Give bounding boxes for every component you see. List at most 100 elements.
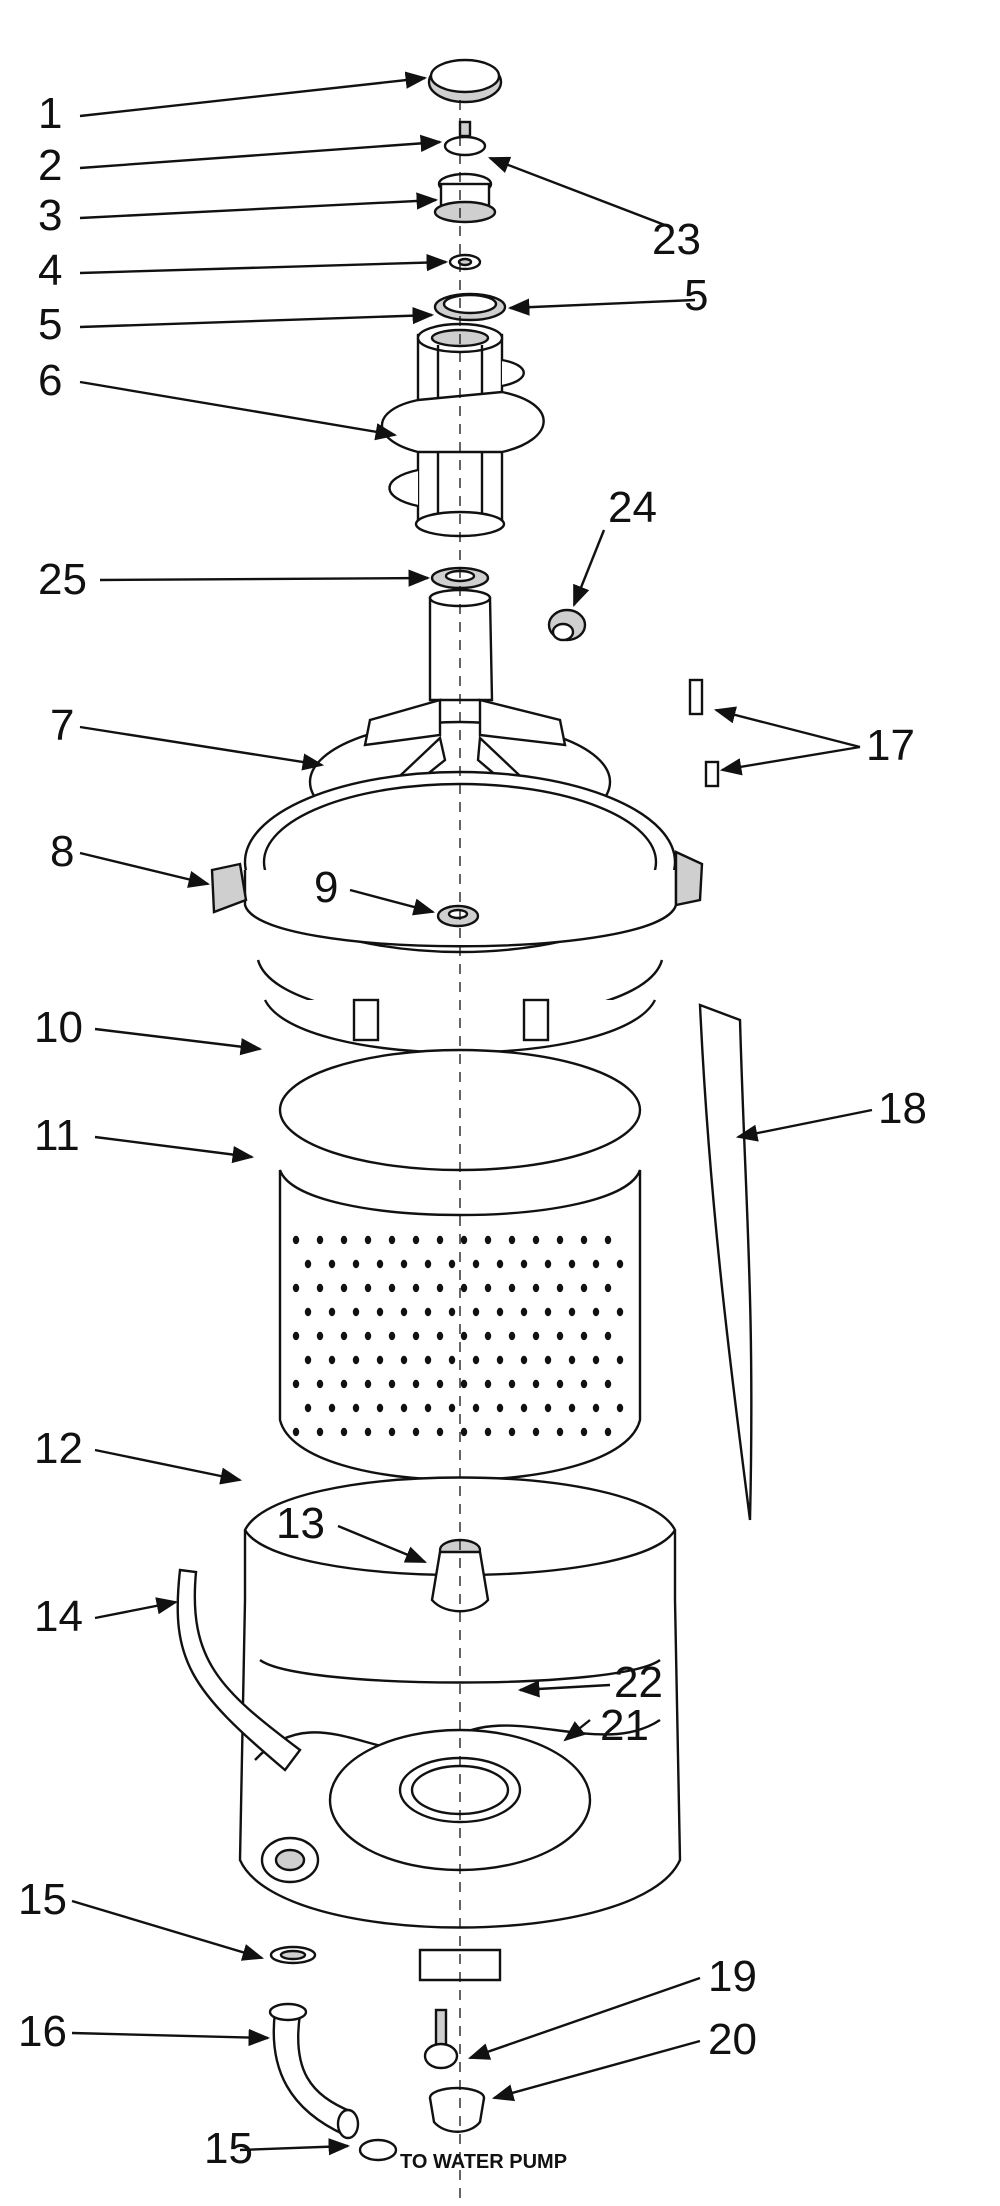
basket-hole — [604, 1379, 612, 1389]
basket-hole — [328, 1355, 336, 1365]
basket-hole — [424, 1355, 432, 1365]
outlet-part — [260, 1836, 320, 1884]
washer-part — [448, 253, 482, 271]
basket-hole — [364, 1235, 372, 1245]
basket-hole — [484, 1379, 492, 1389]
basket-hole — [412, 1427, 420, 1437]
basket-hole — [448, 1259, 456, 1269]
basket-hole — [412, 1379, 420, 1389]
callout-13: 13 — [276, 1499, 325, 1548]
callout-16: 16 — [18, 2007, 67, 2056]
tub-support-part — [698, 1003, 753, 1521]
callout-7: 7 — [50, 701, 74, 750]
basket-hole — [376, 1307, 384, 1317]
basket-hole — [508, 1379, 516, 1389]
basket-hole — [352, 1355, 360, 1365]
callout-17: 17 — [866, 721, 915, 770]
basket-hole — [472, 1307, 480, 1317]
callout-24: 24 — [608, 483, 657, 532]
callout-22: 22 — [614, 1658, 663, 1707]
basket-hole — [388, 1379, 396, 1389]
basket-hole — [592, 1259, 600, 1269]
basket-hole — [580, 1379, 588, 1389]
basket-hole — [532, 1379, 540, 1389]
basket-hole — [472, 1403, 480, 1413]
basket-hole — [496, 1307, 504, 1317]
basket-hole — [508, 1283, 516, 1293]
basket-hole — [556, 1235, 564, 1245]
callout-3: 3 — [38, 191, 62, 240]
basket-hole — [388, 1331, 396, 1341]
basket-hole — [532, 1427, 540, 1437]
basket-hole — [544, 1403, 552, 1413]
basket-hole — [508, 1427, 516, 1437]
callout-25: 25 — [38, 555, 87, 604]
basket-hole — [400, 1307, 408, 1317]
basket-hole — [316, 1427, 324, 1437]
basket-hole — [484, 1427, 492, 1437]
basket-hole — [460, 1283, 468, 1293]
callout-23: 23 — [652, 215, 701, 264]
basket-hole — [484, 1283, 492, 1293]
basket-hole — [400, 1259, 408, 1269]
clamp-part — [269, 1945, 317, 1965]
basket-hole — [340, 1379, 348, 1389]
basket-hole — [568, 1307, 576, 1317]
basket-hole — [292, 1379, 300, 1389]
basket-hole — [292, 1331, 300, 1341]
basket-hole — [316, 1331, 324, 1341]
basket-hole — [580, 1283, 588, 1293]
basket-hole — [460, 1379, 468, 1389]
basket-hole — [484, 1331, 492, 1341]
basket-hole — [388, 1427, 396, 1437]
callout-20: 20 — [708, 2015, 757, 2064]
callout-2: 2 — [38, 141, 62, 190]
basket-hole — [568, 1259, 576, 1269]
basket-hole — [568, 1355, 576, 1365]
basket-hole — [436, 1235, 444, 1245]
basket-hole — [544, 1307, 552, 1317]
basket-hole — [328, 1307, 336, 1317]
basket-hole — [592, 1355, 600, 1365]
basket-hole — [568, 1403, 576, 1413]
leader-lines — [71, 71, 873, 2156]
callout-1: 1 — [38, 89, 62, 138]
basket-hole — [412, 1331, 420, 1341]
basket-hole — [340, 1427, 348, 1437]
basket-hole — [508, 1235, 516, 1245]
nut-part — [436, 904, 480, 928]
dog-part — [433, 292, 507, 322]
cap-part — [427, 58, 503, 104]
screw-part — [423, 2008, 459, 2070]
cap-nut-part — [433, 172, 497, 224]
basket-hole — [352, 1403, 360, 1413]
callout-5-left: 5 — [38, 300, 62, 349]
callout-18: 18 — [878, 1084, 927, 1133]
callout-8: 8 — [50, 827, 74, 876]
basket-hole — [580, 1427, 588, 1437]
basket-hole — [604, 1331, 612, 1341]
basket-hole — [340, 1331, 348, 1341]
basket-hole — [292, 1283, 300, 1293]
callout-9: 9 — [314, 863, 338, 912]
foot-part — [428, 2086, 486, 2133]
basket-hole — [520, 1259, 528, 1269]
plug-part — [547, 608, 587, 642]
basket-hole — [472, 1259, 480, 1269]
basket-hole — [388, 1235, 396, 1245]
basket-hole — [448, 1355, 456, 1365]
basket-hole — [556, 1379, 564, 1389]
callout-11: 11 — [34, 1111, 80, 1160]
basket-hole — [292, 1427, 300, 1437]
callout-15-lower: 15 — [204, 2124, 253, 2173]
basket-hole — [376, 1403, 384, 1413]
basket-hole — [496, 1355, 504, 1365]
callout-15-upper: 15 — [18, 1875, 67, 1924]
basket-hole — [580, 1235, 588, 1245]
basket-hole — [304, 1355, 312, 1365]
bolt-part — [443, 120, 487, 157]
basket-hole — [616, 1355, 624, 1365]
basket-hole — [388, 1283, 396, 1293]
callout-6: 6 — [38, 356, 62, 405]
